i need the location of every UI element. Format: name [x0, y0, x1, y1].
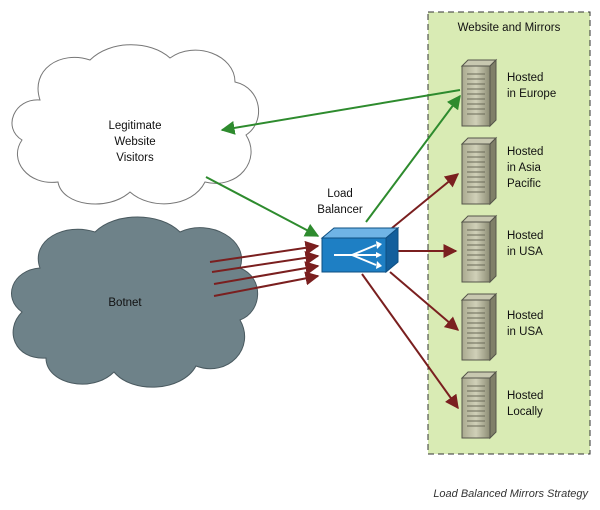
load-balancer-icon	[320, 226, 400, 274]
figure-caption: Load Balanced Mirrors Strategy	[433, 488, 588, 500]
visitors-cloud	[11, 44, 260, 205]
visitors-line: Website	[114, 136, 156, 148]
arrow-balancer-to-usa-2	[389, 271, 460, 331]
arrow-balancer-to-asia	[391, 173, 460, 229]
arrow-balancer-to-europe	[365, 94, 461, 223]
balancer-line: Load	[327, 188, 353, 200]
server-asia-pacific-icon	[460, 136, 498, 206]
visitors-line: Legitimate	[108, 120, 162, 132]
server-usa-1-icon	[460, 214, 498, 284]
visitors-line: Visitors	[116, 152, 154, 164]
arrow-botnet-1	[209, 240, 320, 263]
server-europe-icon	[460, 58, 498, 128]
server-local-icon	[460, 370, 498, 440]
balancer-line: Balancer	[317, 204, 363, 216]
load-balancer-label: Load Balancer	[305, 186, 375, 218]
botnet-cloud	[11, 216, 259, 388]
server-usa-2-icon	[460, 292, 498, 362]
botnet-cloud-label: Botnet	[108, 297, 142, 309]
mirrors-panel-title: Website and Mirrors	[457, 22, 561, 34]
arrow-europe-to-visitors	[220, 89, 461, 135]
arrow-botnet-2	[211, 250, 320, 273]
mirrors-panel	[427, 11, 591, 455]
arrow-botnet-3	[213, 261, 320, 285]
arrow-visitors-to-balancer	[205, 176, 320, 237]
visitors-cloud-label: Legitimate Website Visitors	[80, 118, 190, 166]
arrow-botnet-4	[213, 271, 320, 297]
arrow-balancer-to-local	[361, 273, 459, 410]
